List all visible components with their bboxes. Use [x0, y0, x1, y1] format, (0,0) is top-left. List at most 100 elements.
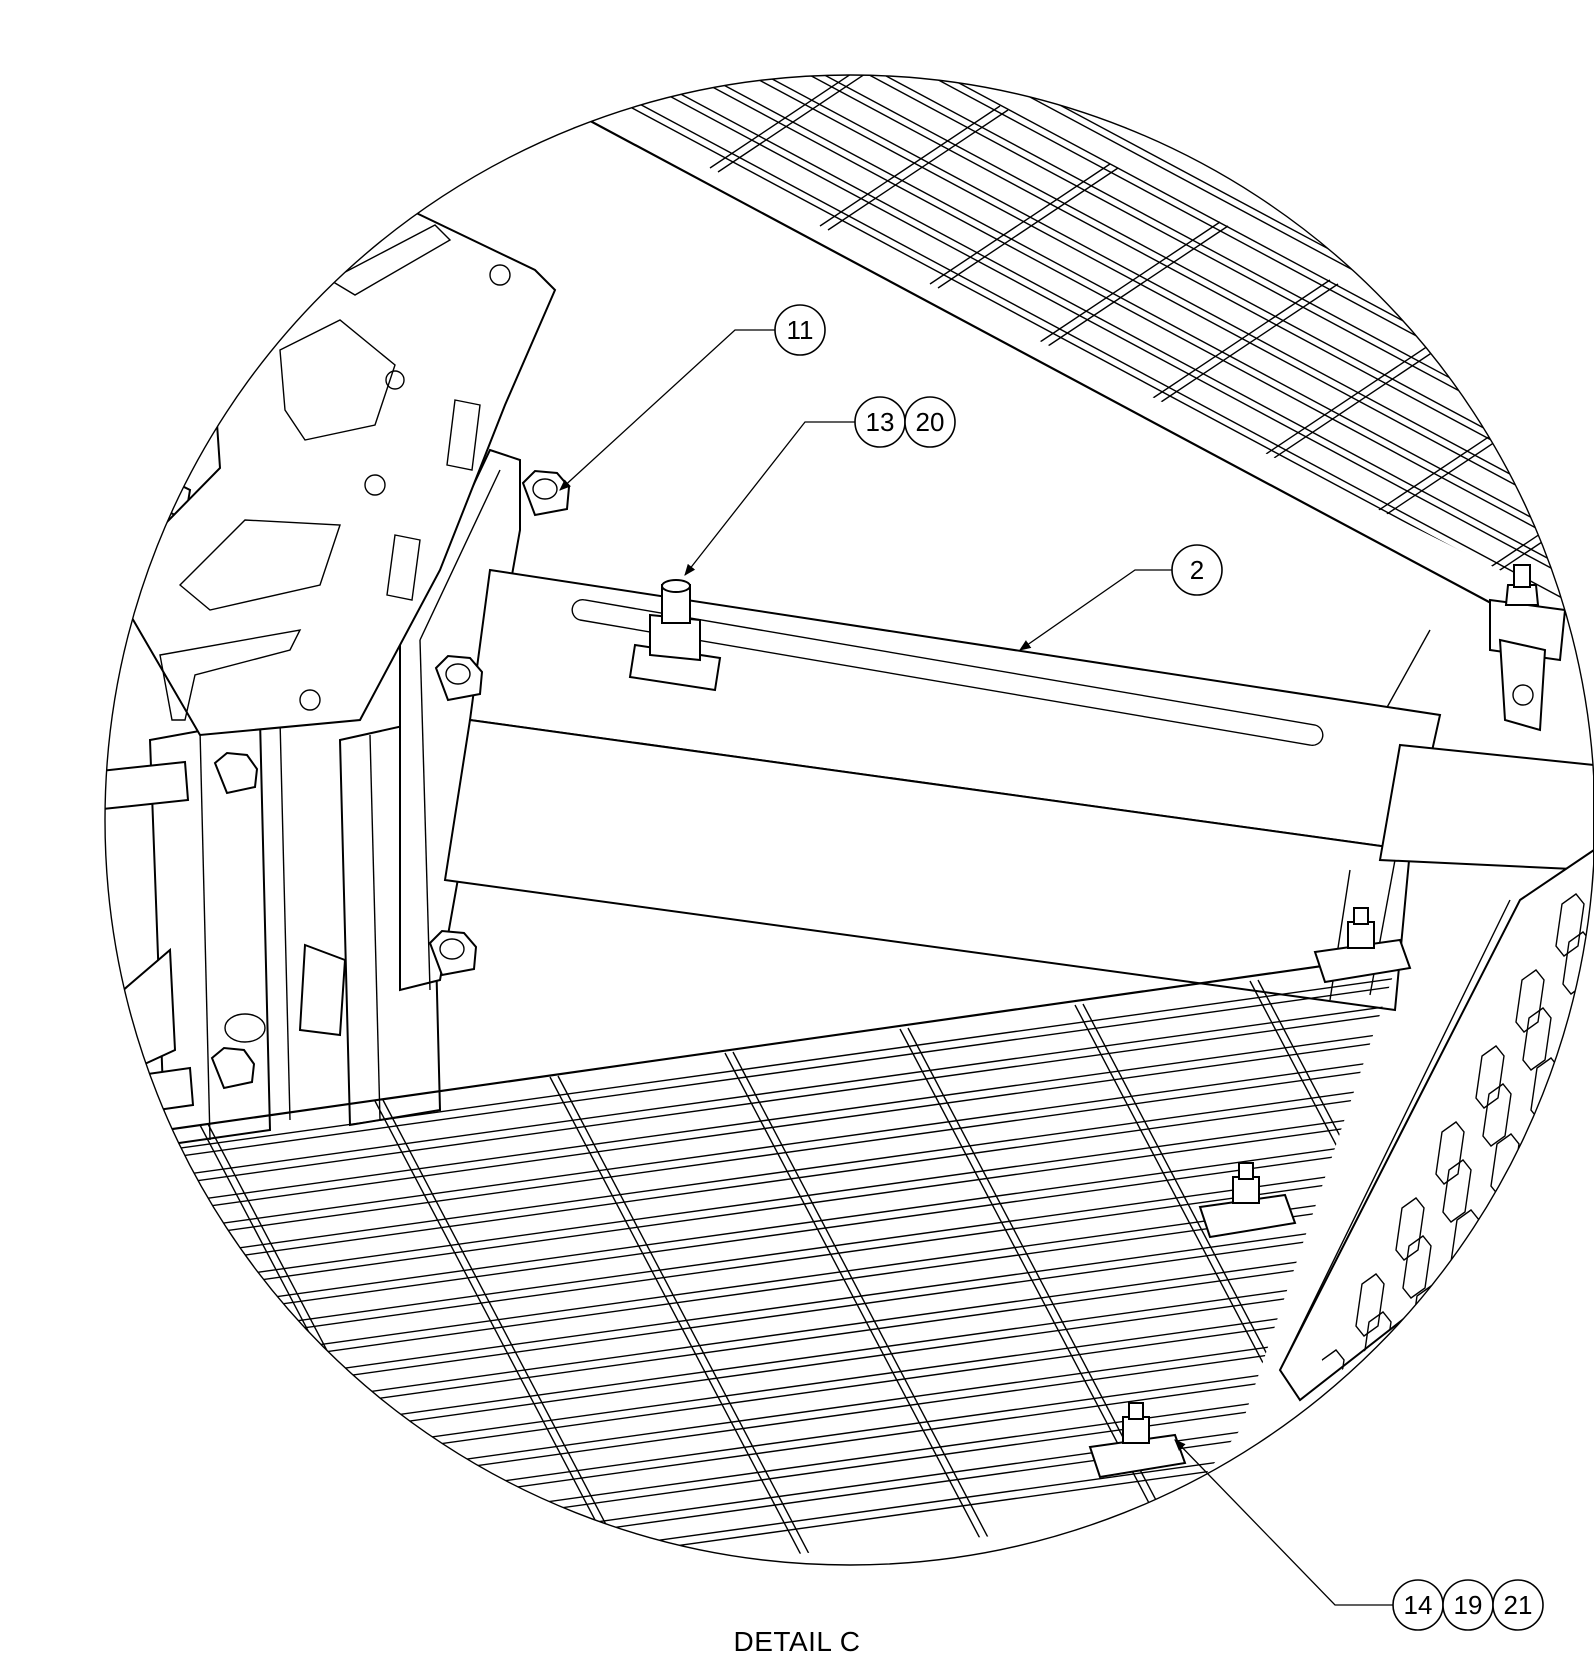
bearing-bar-line [519, 75, 1594, 432]
mesh-cell [1515, 969, 1545, 1033]
bearing-bar-line [105, 1387, 1400, 1565]
bearing-bar-line [105, 982, 1400, 1169]
balloon-label: 2 [1190, 555, 1204, 585]
bearing-bar-line [105, 1441, 1400, 1565]
cross-bar-line [724, 1052, 986, 1549]
bearing-bar-line [519, 75, 1594, 456]
detail-caption: DETAIL C [733, 1626, 861, 1657]
bearing-bar-line [105, 1406, 1400, 1565]
bearing-bar-line [519, 75, 1594, 464]
cross-bar-line [1267, 341, 1449, 463]
bearing-bar-line [105, 1271, 1400, 1458]
bearing-bar-line [519, 75, 1594, 304]
bearing-bar-line [105, 1171, 1400, 1358]
upper-bracket [1379, 564, 1567, 732]
bearing-bar-line [519, 75, 1594, 584]
mesh-cell [1482, 1083, 1512, 1147]
cross-bar-line [937, 167, 1119, 289]
bearing-bar-line [519, 75, 1594, 488]
bearing-bar-line [105, 1433, 1400, 1565]
cross-bar-line [1479, 453, 1594, 575]
cross-bar-line [1039, 221, 1221, 343]
bearing-bar-line [105, 1225, 1400, 1412]
cross-bar-line [1589, 511, 1594, 633]
bearing-bar-line [519, 75, 1594, 616]
mesh-cell [1577, 1019, 1594, 1083]
mesh-cell [1435, 1121, 1465, 1185]
bearing-bar-line [105, 1117, 1400, 1304]
bearing-bar-line [519, 75, 1594, 296]
cross-bar-line [1047, 225, 1229, 347]
bearing-bar-line [105, 1036, 1400, 1223]
bearing-bar-line [519, 75, 1594, 624]
mesh-cell [1465, 1297, 1495, 1361]
bearing-bar-line [105, 1306, 1400, 1493]
cross-bar-line [709, 75, 891, 169]
bearing-bar-line [519, 75, 1594, 168]
mesh-cell [1555, 893, 1585, 957]
mesh-cell [1457, 1247, 1487, 1311]
mesh-cell [1417, 1323, 1447, 1380]
cross-bar-line [1149, 279, 1331, 401]
bearing-bar-line [105, 1217, 1400, 1404]
mesh-cell [1481, 1386, 1509, 1448]
cross-bar-line [717, 75, 899, 173]
mesh-cell [1520, 1309, 1550, 1373]
balloon-label: 13 [866, 407, 895, 437]
cross-bar-line [607, 75, 789, 115]
bearing-bar-line [105, 1109, 1400, 1296]
bearing-bar-line [105, 1090, 1400, 1277]
bearing-bar-line [519, 75, 1594, 592]
cross-bar-line [557, 1075, 819, 1565]
cross-bar-line [1074, 1004, 1336, 1501]
grating-clips [1088, 907, 1412, 1479]
bearing-bar-line [519, 75, 1594, 240]
leaders [559, 329, 1393, 1606]
cross-bar-line [374, 1100, 636, 1565]
mesh-cell [1315, 1349, 1345, 1380]
cross-bar-line [827, 109, 1009, 231]
mesh-cell [1402, 1235, 1432, 1299]
bearing-bar-line [105, 1163, 1400, 1350]
cross-bar-line [819, 105, 1001, 227]
cross-bar-line [549, 1076, 811, 1565]
bearing-bar-line [105, 1082, 1400, 1269]
mesh-cell [1442, 1159, 1472, 1223]
mesh-cell [1545, 1145, 1575, 1209]
cross-bar-line [207, 1123, 469, 1565]
mesh-cell [1537, 1095, 1567, 1159]
bearing-bar-line [105, 1009, 1400, 1196]
mesh-cell [1585, 1069, 1594, 1133]
bearing-bar-line [519, 75, 1594, 232]
balloon-label: 14 [1404, 1590, 1433, 1620]
detail-view [105, 75, 1594, 1565]
bearing-bar-line [519, 75, 1594, 264]
balloon-14-19-21[interactable]: 14 19 21 [1392, 1579, 1544, 1631]
balloon-13-20[interactable]: 13 20 [854, 396, 956, 448]
bearing-bar-line [105, 1144, 1400, 1331]
bearing-bar-line [519, 75, 1594, 552]
bearing-bar-line [105, 1352, 1400, 1539]
bearing-bar-line [105, 1279, 1400, 1466]
bearing-bar-line [519, 75, 1594, 560]
balloon-2[interactable]: 2 [1171, 544, 1223, 596]
bearing-bar-line [519, 75, 1594, 360]
bearing-bar-line [105, 1028, 1400, 1215]
bearing-bar-line [105, 1244, 1400, 1431]
bearing-bar-line [519, 75, 1594, 136]
bearing-bar-line [519, 75, 1594, 528]
bearing-bar-line [519, 75, 1594, 520]
bearing-bar-line [105, 1252, 1400, 1439]
bearing-bar-line [105, 1360, 1400, 1547]
balloon-11[interactable]: 11 [774, 304, 826, 356]
bearing-bar-line [519, 75, 1594, 144]
bearing-bar-line [105, 1333, 1400, 1520]
mesh-cell [1527, 1347, 1557, 1380]
bearing-bar-line [105, 1055, 1400, 1242]
mesh-cell [1567, 1271, 1594, 1335]
cross-bar-line [732, 1051, 994, 1548]
bearing-bar-line [519, 75, 1594, 496]
balloon-label: 20 [916, 407, 945, 437]
bearing-bar-line [105, 1063, 1400, 1250]
